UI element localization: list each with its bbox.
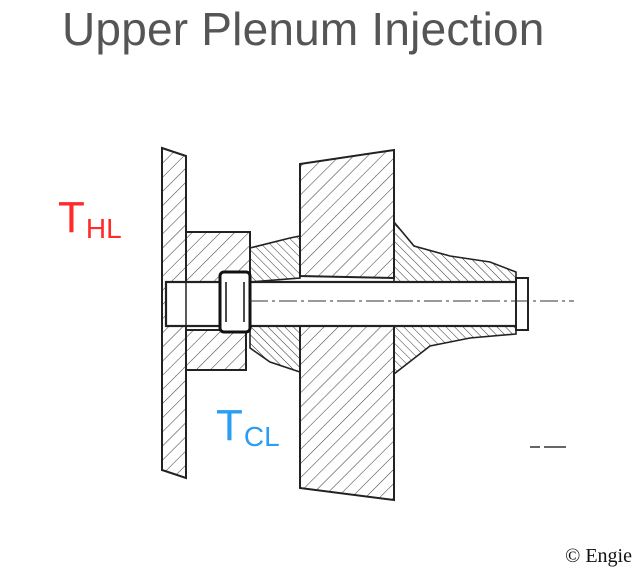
weld-left-lower (249, 325, 301, 374)
sealing-ring (218, 270, 252, 334)
copyright-notice: © Engie (565, 545, 632, 567)
nozzle-tip (515, 277, 529, 331)
vessel-wall-lower (299, 325, 395, 502)
weld-right-lower (393, 325, 517, 376)
cold-leg-temperature-label: TCL (216, 401, 280, 451)
hot-leg-t: T (58, 193, 85, 242)
weld-left-upper (249, 235, 301, 283)
vessel-wall-upper (299, 148, 395, 280)
cold-leg-subscript: CL (243, 421, 280, 452)
cold-leg-t: T (216, 401, 243, 450)
hot-leg-temperature-label: THL (58, 193, 122, 243)
page-title: Upper Plenum Injection (62, 3, 545, 55)
hot-leg-subscript: HL (85, 213, 122, 244)
weld-right-upper (393, 219, 517, 283)
lower-flange-block (185, 329, 247, 371)
